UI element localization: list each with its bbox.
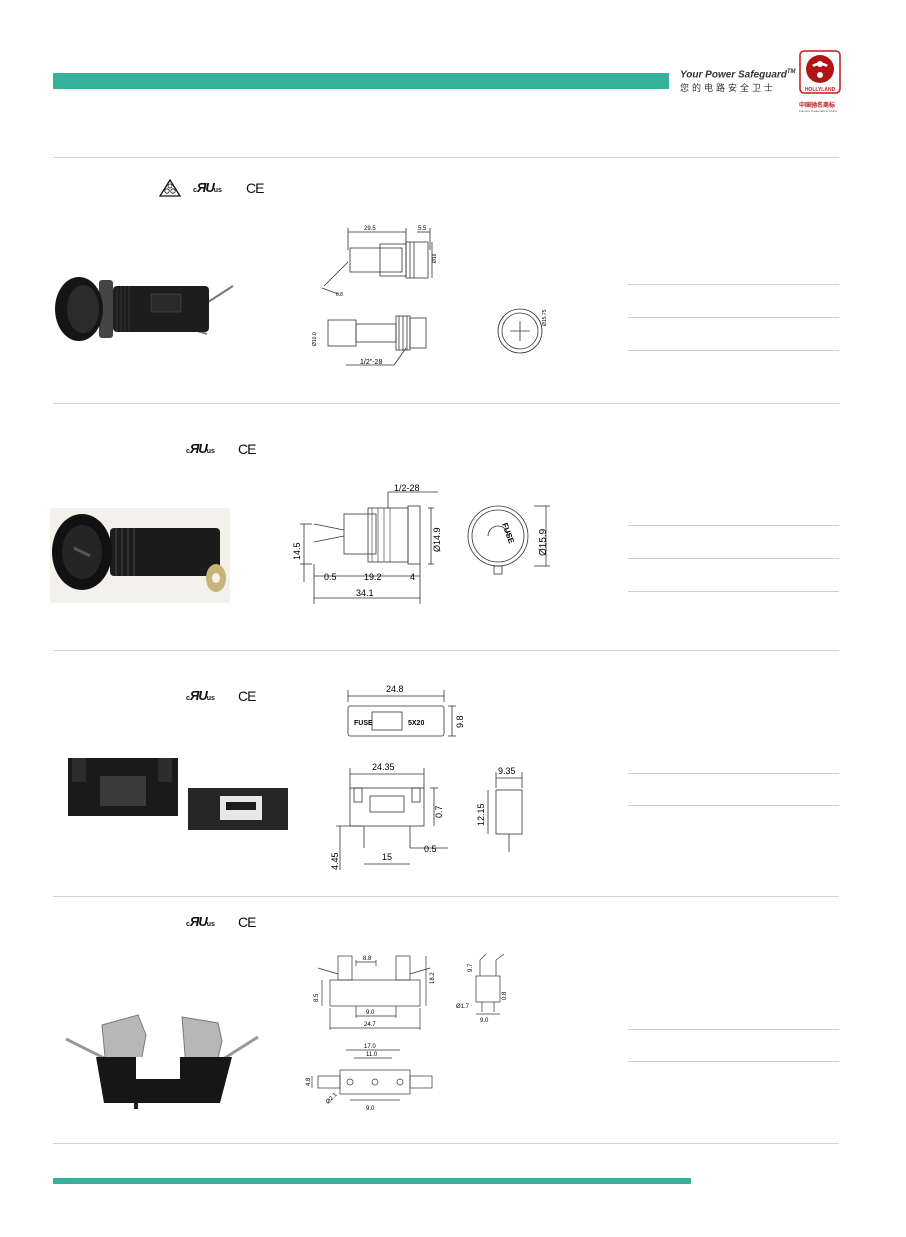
svg-text:17.0: 17.0 xyxy=(364,1044,376,1050)
svg-text:8.5: 8.5 xyxy=(314,993,320,1002)
svg-text:34.1: 34.1 xyxy=(356,588,374,598)
pse-cert-icon xyxy=(158,178,182,197)
footer-band xyxy=(53,1178,691,1184)
ce-cert-mark: CE xyxy=(238,688,256,704)
brand-logo: HOLLYLAND 中国驰名商标 Famous Trademark in Chi… xyxy=(799,50,847,113)
section-2-drawing: 1/2-28 14.5 0.5 19.2 4 34.1 Ø14.9 Ø15.9 … xyxy=(292,484,550,604)
ce-cert-mark: CE xyxy=(246,180,264,196)
ce-cert-mark: CE xyxy=(238,441,256,457)
svg-text:9.0: 9.0 xyxy=(366,1106,375,1112)
svg-text:Ø16: Ø16 xyxy=(432,253,438,263)
svg-text:9.35: 9.35 xyxy=(498,766,516,776)
ce-cert-mark: CE xyxy=(238,914,256,930)
svg-text:0.5: 0.5 xyxy=(424,844,437,854)
svg-text:FUSE: FUSE xyxy=(354,720,373,727)
section-4-drawing: 8.8 8.5 18.2 9.0 24.7 9.7 Ø1.7 9.0 0.8 1… xyxy=(306,953,508,1112)
logo-subtitle: Famous Trademark in China xyxy=(799,109,837,113)
svg-text:Ø14.9: Ø14.9 xyxy=(432,527,442,552)
svg-text:Ø2.1: Ø2.1 xyxy=(325,1092,339,1106)
ul-cert-mark: cЯUus xyxy=(186,441,215,456)
svg-text:FUSE: FUSE xyxy=(500,522,516,546)
svg-text:9.8: 9.8 xyxy=(455,715,465,728)
svg-text:12.15: 12.15 xyxy=(476,803,486,826)
clip-fuse-holder-photo xyxy=(65,1014,259,1109)
tagline-block: Your Power SafeguardTM 您的电路安全卫士 xyxy=(680,69,800,94)
section-3-drawing: 24.8 FUSE 5X20 9.8 24.35 0.7 4.45 15 0.5… xyxy=(330,684,523,870)
svg-text:9.0: 9.0 xyxy=(366,1010,375,1016)
tagline-cn: 您的电路安全卫士 xyxy=(680,83,777,94)
header-band xyxy=(53,73,669,89)
spec-line xyxy=(628,805,839,806)
svg-text:18.2: 18.2 xyxy=(430,972,436,984)
spec-line xyxy=(628,558,839,559)
spec-line xyxy=(628,525,839,526)
spec-line xyxy=(628,773,839,774)
svg-text:1/2-28: 1/2-28 xyxy=(394,484,420,493)
svg-text:1/2"-28: 1/2"-28 xyxy=(360,359,382,366)
svg-text:15: 15 xyxy=(382,852,392,862)
svg-text:19.2: 19.2 xyxy=(364,572,382,582)
spec-line xyxy=(628,317,839,318)
svg-text:0.8: 0.8 xyxy=(336,292,343,298)
spec-line xyxy=(628,1029,839,1030)
logo-name-cn: 中国驰名商标 xyxy=(799,103,836,109)
svg-text:9.7: 9.7 xyxy=(468,963,474,972)
screw-fuse-holder-photo xyxy=(50,508,230,603)
svg-text:4: 4 xyxy=(410,572,415,582)
section-divider xyxy=(53,896,839,897)
ul-cert-mark: cЯUus xyxy=(186,688,215,703)
svg-text:5.5: 5.5 xyxy=(418,226,427,232)
svg-text:11.0: 11.0 xyxy=(366,1052,378,1058)
svg-text:24.7: 24.7 xyxy=(364,1022,376,1028)
section-1-drawing: 29.5 5.5 Ø16 0.8 Ø10.0 1/2"-28 Ø15.75 xyxy=(312,226,548,366)
spec-line xyxy=(628,284,839,285)
hollyland-emblem-icon: HOLLYLAND xyxy=(799,50,841,94)
svg-text:0.7: 0.7 xyxy=(434,805,444,818)
svg-text:24.35: 24.35 xyxy=(372,762,395,772)
svg-text:0.8: 0.8 xyxy=(502,991,508,1000)
panel-fuse-holder-photo xyxy=(55,277,234,341)
section-divider xyxy=(53,1143,839,1144)
pcb-fuse-block-photo xyxy=(68,758,288,830)
svg-text:24.8: 24.8 xyxy=(386,684,404,694)
section-divider xyxy=(53,403,839,404)
ul-cert-mark: cЯUus xyxy=(193,180,222,195)
svg-text:4.8: 4.8 xyxy=(306,1077,312,1086)
spec-line xyxy=(628,1061,839,1062)
section-divider xyxy=(53,157,839,158)
spec-line xyxy=(628,350,839,351)
svg-text:8.8: 8.8 xyxy=(363,956,372,962)
svg-text:Ø15.9: Ø15.9 xyxy=(538,528,549,556)
svg-text:HOLLYLAND: HOLLYLAND xyxy=(805,87,836,93)
svg-text:5X20: 5X20 xyxy=(408,720,424,727)
svg-text:4.45: 4.45 xyxy=(330,852,340,870)
svg-text:Ø10.0: Ø10.0 xyxy=(312,332,318,346)
section-divider xyxy=(53,650,839,651)
svg-text:Ø1.7: Ø1.7 xyxy=(456,1004,470,1010)
svg-text:29.5: 29.5 xyxy=(364,226,376,232)
spec-line xyxy=(628,591,839,592)
svg-text:9.0: 9.0 xyxy=(480,1018,489,1024)
svg-text:Ø15.75: Ø15.75 xyxy=(542,309,548,326)
svg-text:14.5: 14.5 xyxy=(292,542,302,560)
tagline: Your Power SafeguardTM xyxy=(680,69,796,81)
svg-text:0.5: 0.5 xyxy=(324,572,337,582)
ul-cert-mark: cЯUus xyxy=(186,914,215,929)
